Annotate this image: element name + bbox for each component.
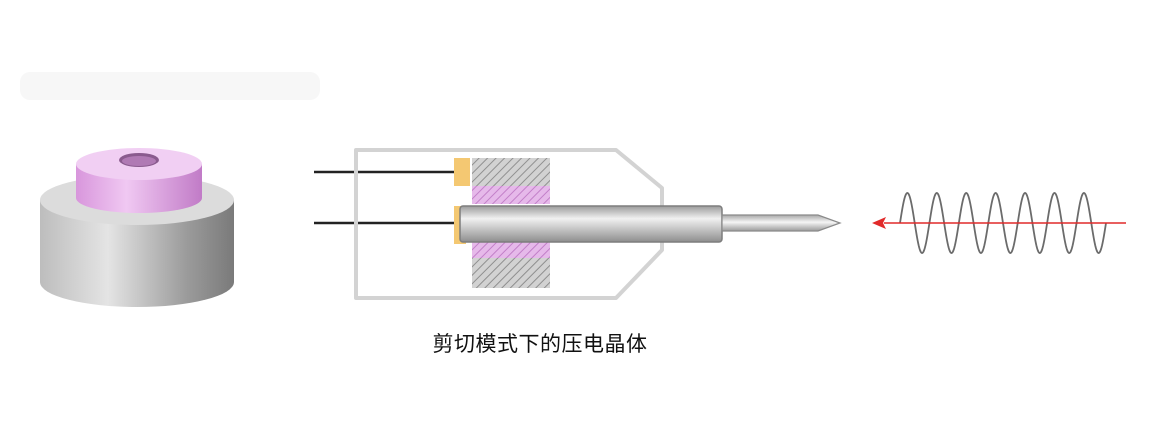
upper-mass-block xyxy=(472,158,550,186)
upper-piezo-layer xyxy=(472,186,550,204)
background-smudge xyxy=(20,72,320,100)
housing-outline xyxy=(354,148,664,300)
lower-piezo-layer xyxy=(472,240,550,258)
base-cylinder-body xyxy=(40,200,234,307)
probe-needle xyxy=(721,214,842,232)
diagram-caption: 剪切模式下的压电晶体 xyxy=(432,332,648,356)
signal-arrow-head xyxy=(872,217,886,229)
center-rod xyxy=(459,205,723,243)
ring-hole-inner xyxy=(122,156,156,166)
lower-mass-block xyxy=(472,258,550,288)
arrow-left-icon xyxy=(872,217,1126,229)
sensor-housing-icon xyxy=(314,148,842,300)
electrode-upper xyxy=(454,158,470,186)
piezo-ring-icon xyxy=(40,148,234,307)
